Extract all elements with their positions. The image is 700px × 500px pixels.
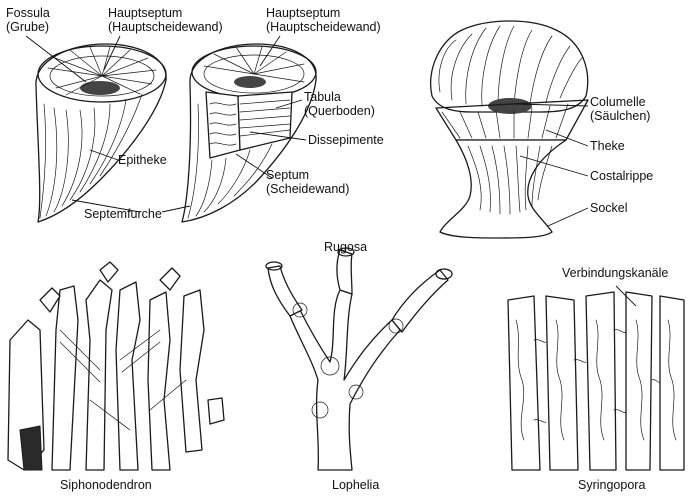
label-sockel: Sockel bbox=[590, 201, 628, 215]
label-columelle-line2: (Säulchen) bbox=[590, 109, 651, 123]
label-dissepimente: Dissepimente bbox=[308, 133, 384, 147]
horn-coral-cutaway bbox=[181, 43, 317, 223]
label-tabula-line1: Tabula bbox=[304, 90, 341, 104]
label-fossula-line2: (Grube) bbox=[6, 20, 50, 34]
caption-syringopora: Syringopora bbox=[578, 478, 646, 492]
label-rugosa: Rugosa bbox=[324, 240, 368, 254]
label-fossula-line1: Fossula bbox=[6, 6, 50, 20]
label-septemfurche: Septemfurche bbox=[84, 207, 162, 221]
label-hauptseptum-right-line2: (Hauptscheidewand) bbox=[266, 20, 381, 34]
label-columelle-line1: Columelle bbox=[590, 95, 646, 109]
label-tabula-line2: (Querboden) bbox=[304, 104, 375, 118]
label-epitheke: Epitheke bbox=[118, 153, 167, 167]
caption-siphonodendron: Siphonodendron bbox=[60, 478, 152, 492]
label-septum-line1: Septum bbox=[266, 168, 310, 182]
horn-coral-left bbox=[35, 43, 167, 223]
label-theke: Theke bbox=[590, 139, 625, 153]
label-hauptseptum-left: Hauptseptum (Hauptscheidewand) bbox=[108, 6, 223, 34]
label-septum: Septum (Scheidewand) bbox=[266, 168, 349, 196]
label-columelle: Columelle (Säulchen) bbox=[590, 95, 650, 123]
siphonodendron-colony bbox=[7, 261, 225, 471]
syringopora-colony bbox=[507, 291, 685, 471]
label-fossula: Fossula (Grube) bbox=[6, 6, 50, 34]
label-verbindungskanaele: Verbindungskanäle bbox=[562, 266, 669, 280]
label-hauptseptum-right-line1: Hauptseptum bbox=[266, 6, 341, 20]
label-hauptseptum-right: Hauptseptum (Hauptscheidewand) bbox=[266, 6, 381, 34]
label-tabula: Tabula (Querboden) bbox=[304, 90, 375, 118]
lophelia-colony bbox=[265, 247, 453, 471]
caption-lophelia: Lophelia bbox=[332, 478, 380, 492]
label-hauptseptum-left-line1: Hauptseptum bbox=[108, 6, 183, 20]
leader-lines bbox=[25, 35, 637, 307]
label-hauptseptum-left-line2: (Hauptscheidewand) bbox=[108, 20, 223, 34]
label-septum-line2: (Scheidewand) bbox=[266, 182, 350, 196]
label-costalrippe: Costalrippe bbox=[590, 169, 654, 183]
solitary-coral-sockel bbox=[430, 20, 589, 239]
